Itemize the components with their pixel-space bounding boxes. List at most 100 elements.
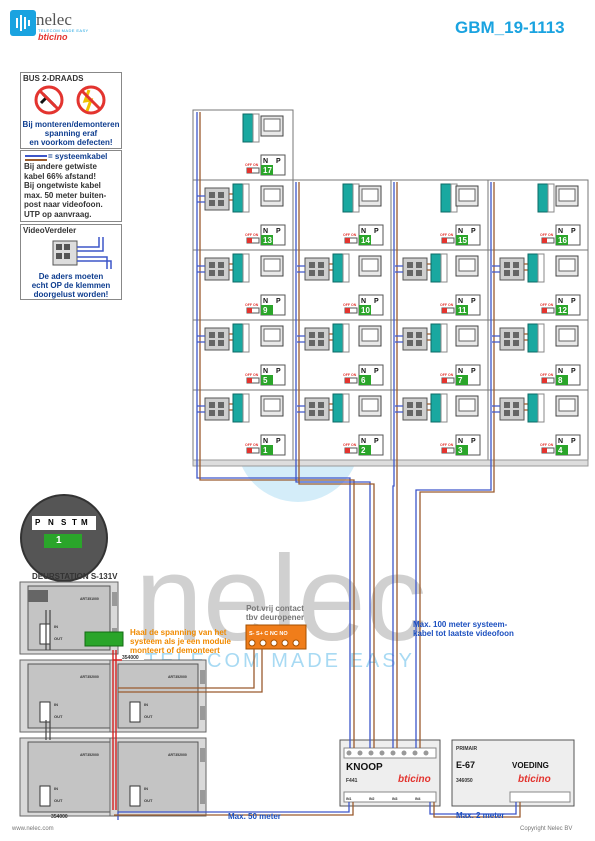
video-distributor (304, 327, 330, 351)
video-distributor (304, 257, 330, 281)
verdeler-note-2: echt OP de klemmen (31, 281, 111, 290)
cable-line-4: max. 50 meter buiten- (24, 190, 107, 200)
video-distributor (204, 327, 230, 351)
terminal-block (430, 253, 442, 283)
terminal-apt: 1 (56, 535, 62, 546)
apt-number: 2 (361, 446, 366, 455)
distributor-port (309, 270, 315, 276)
knoop-port-label: IN3 (392, 797, 398, 801)
terminal-s: S (61, 518, 67, 527)
distributor-port (318, 262, 324, 268)
terminal-block (527, 393, 539, 423)
max100-note-1: Max. 100 meter systeem- (413, 620, 508, 629)
off-on-knob (442, 308, 447, 313)
distributor-port (318, 410, 324, 416)
distributor-port (209, 200, 215, 206)
np-label-p: P (374, 298, 379, 305)
off-on-label: OFF ON (440, 373, 454, 377)
np-label-n: N (263, 438, 268, 445)
videophone-screen (263, 328, 281, 342)
dist-wire (197, 265, 205, 273)
dist-wire (492, 265, 500, 273)
relay-screw (248, 639, 256, 647)
distributor-port (504, 340, 510, 346)
dist-wire (197, 335, 205, 343)
terminal-block (440, 183, 452, 213)
knoop-screw (401, 750, 407, 756)
np-label-n: N (263, 368, 268, 375)
terminal-block (332, 323, 344, 353)
module-out-label: OUT (54, 714, 63, 719)
psu-feed-blue (429, 802, 517, 815)
knoop-screw (412, 750, 418, 756)
np-label-n: N (361, 228, 366, 235)
knoop-screw (346, 750, 352, 756)
np-label-p: P (571, 368, 576, 375)
relay-caption-2: tbv deuropener (245, 613, 305, 622)
distributor-port (513, 402, 519, 408)
np-label-p: P (374, 438, 379, 445)
terminal-block (242, 113, 254, 143)
distributor-port (309, 332, 315, 338)
videophone-screen (558, 258, 576, 272)
video-distributor (204, 187, 230, 211)
distributor-port (218, 402, 224, 408)
apt-number: 9 (263, 306, 268, 315)
apt-number: 8 (558, 376, 563, 385)
np-label-p: P (374, 228, 379, 235)
verdeler-note-3: doorgelust worden! (33, 290, 109, 299)
videophone-screen (458, 328, 476, 342)
feed-blue (295, 466, 371, 748)
off-on-label: OFF ON (343, 443, 357, 447)
distributor-port (513, 410, 519, 416)
voeding-model: E-67 (456, 760, 475, 770)
videophone-screen (458, 398, 476, 412)
max50-note: Max. 50 meter (228, 812, 281, 821)
distributor-port (218, 332, 224, 338)
code-354000: 354000 (122, 655, 139, 661)
off-on-knob (542, 448, 547, 453)
door-internal-wire (112, 650, 122, 810)
off-on-label: OFF ON (540, 443, 554, 447)
feed-blue (415, 466, 492, 748)
apt-number-bg (456, 375, 468, 385)
cable-line-2: kabel 66% afstand! (24, 171, 97, 181)
terminal-block (232, 323, 244, 353)
off-on-knob (442, 448, 447, 453)
dist-wire (197, 405, 205, 413)
np-label-n: N (558, 438, 563, 445)
distributor-port (318, 340, 324, 346)
feed-brown (298, 466, 375, 748)
off-on-knob (442, 238, 447, 243)
module-code: ART352000 (80, 675, 99, 679)
terminal-labels (252, 113, 260, 143)
np-label-p: P (374, 368, 379, 375)
off-on-label: OFF ON (245, 373, 259, 377)
off-on-label: OFF ON (440, 233, 454, 237)
distributor-port (309, 410, 315, 416)
terminal-labels (342, 393, 350, 423)
off-on-label: OFF ON (440, 303, 454, 307)
distributor-port (416, 402, 422, 408)
np-label-p: P (571, 298, 576, 305)
dist-wire (395, 405, 403, 413)
videophone-screen (558, 328, 576, 342)
cable-legend: = systeemkabel (48, 152, 108, 161)
distributor-port (416, 270, 422, 276)
off-on-label: OFF ON (343, 373, 357, 377)
dist-wire (492, 405, 500, 413)
np-label-p: P (471, 298, 476, 305)
terminal-block (232, 253, 244, 283)
np-label-p: P (276, 438, 281, 445)
np-label-p: P (571, 438, 576, 445)
distributor-port (416, 332, 422, 338)
max2-note: Max. 2 meter (456, 811, 505, 820)
verdeler-box: VideoVerdeler De aders moeten echt OP de… (20, 224, 122, 300)
terminal-m: M (81, 518, 88, 527)
video-distributor (499, 257, 525, 281)
apt-number-bg (556, 235, 568, 245)
voeding-brand: bticino (518, 774, 551, 785)
feed-blue (196, 466, 351, 748)
apt-number: 6 (361, 376, 366, 385)
distributor-port (218, 340, 224, 346)
